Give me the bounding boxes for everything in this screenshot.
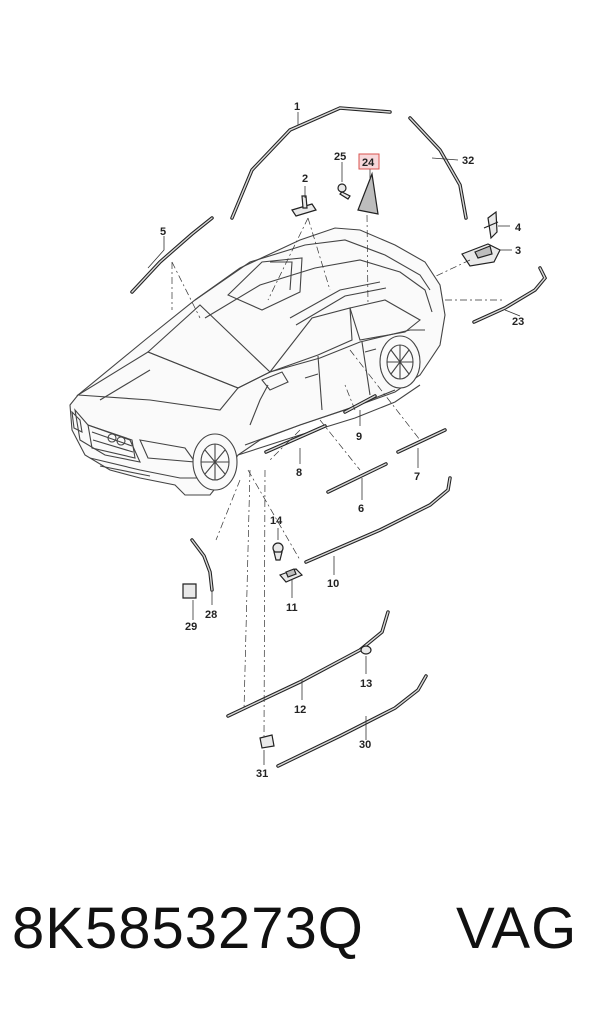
part-24-triangle-trim: [357, 171, 379, 215]
callout-24: 24: [362, 157, 375, 169]
part-30-lower-molding: [276, 674, 428, 768]
callout-9: 9: [356, 431, 362, 443]
car-illustration: [69, 227, 446, 496]
callout-11: 11: [286, 602, 298, 614]
footer: 8K5853273Q VAG: [0, 895, 600, 975]
callout-14: 14: [270, 515, 283, 527]
part-29-clip: [182, 583, 197, 599]
callout-5: 5: [160, 226, 166, 238]
part-14-fastener: [272, 542, 284, 561]
callout-2: 2: [302, 173, 308, 185]
part-11-clip: [278, 568, 304, 583]
callout-1: 1: [294, 101, 300, 113]
callouts: 1 2 3 4 5 6 7 8 9 10 11 12 13 14 23 24 2…: [160, 101, 524, 780]
callout-31: 31: [256, 768, 268, 780]
callout-28: 28: [205, 609, 217, 621]
part-23-rear-trim: [472, 266, 548, 324]
callout-32: 32: [462, 155, 474, 167]
part-25-screw: [337, 183, 351, 200]
callout-7: 7: [414, 471, 420, 483]
callout-24-highlight: 24: [358, 153, 380, 170]
projection-lines: [171, 214, 505, 739]
part-32-rear-molding: [408, 116, 468, 220]
callout-4: 4: [515, 222, 522, 234]
callout-13: 13: [360, 678, 372, 690]
callout-23: 23: [512, 316, 524, 328]
callout-6: 6: [358, 503, 364, 515]
brand-name: VAG: [456, 896, 578, 961]
callout-8: 8: [296, 467, 302, 479]
callout-3: 3: [515, 245, 521, 257]
callout-30: 30: [359, 739, 371, 751]
callout-10: 10: [327, 578, 339, 590]
leader-lines: [147, 112, 521, 765]
part-13-nut: [360, 645, 372, 655]
part-2-clip: [291, 195, 317, 217]
part-12-sill-molding: [226, 610, 390, 718]
callout-12: 12: [294, 704, 306, 716]
part-31-clip: [259, 734, 275, 749]
part-28-wheel-arch-trim: [190, 538, 214, 592]
part-4-clip: [483, 210, 499, 240]
part-number: 8K5853273Q: [12, 896, 364, 961]
callout-25: 25: [334, 151, 346, 163]
callout-29: 29: [185, 621, 197, 633]
part-3-bracket: [461, 243, 501, 267]
